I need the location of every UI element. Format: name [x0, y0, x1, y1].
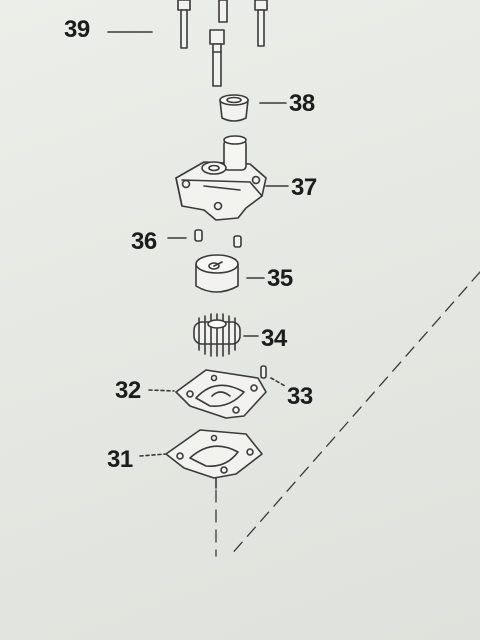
assembly-dashed-lines: [215, 271, 480, 557]
liner-35: [195, 254, 239, 293]
grommet-38: [219, 94, 249, 122]
bolt: [209, 29, 225, 87]
pin-33: [260, 365, 267, 379]
bolts-39: [177, 0, 268, 87]
plate-31: [165, 429, 263, 489]
callout-31: 31: [107, 446, 133, 473]
callout-32: 32: [115, 377, 141, 404]
callout-36: 36: [131, 228, 157, 255]
callout-38: 38: [289, 90, 315, 117]
bolt: [254, 0, 268, 47]
pump-housing-37: [175, 135, 267, 221]
leader-lines: [107, 31, 289, 457]
bolt: [218, 0, 228, 23]
callout-39: 39: [64, 16, 90, 43]
callout-34: 34: [261, 325, 287, 352]
callout-37: 37: [291, 174, 317, 201]
impeller-34: [193, 313, 241, 357]
callout-33: 33: [287, 383, 313, 410]
pins-36: [194, 229, 242, 248]
gasket-32: [175, 369, 267, 419]
callout-35: 35: [267, 265, 293, 292]
bolt: [177, 0, 191, 49]
